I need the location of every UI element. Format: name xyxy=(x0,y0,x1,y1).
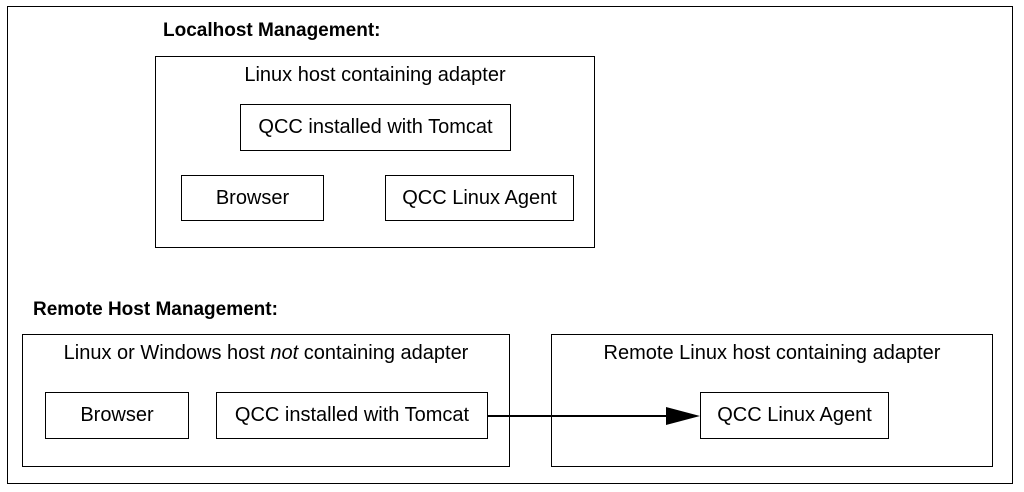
tomcat-to-agent-arrowhead xyxy=(666,407,700,425)
localhost-agent-box: QCC Linux Agent xyxy=(385,175,574,221)
remote-agent-box: QCC Linux Agent xyxy=(700,392,889,439)
localhost-browser-box: Browser xyxy=(181,175,324,221)
remote-left-container-label: Linux or Windows host not containing ada… xyxy=(23,342,509,365)
localhost-heading: Localhost Management: xyxy=(163,20,381,41)
remote-heading: Remote Host Management: xyxy=(33,299,278,320)
localhost-qcc-tomcat-box: QCC installed with Tomcat xyxy=(240,104,511,151)
remote-left-label-emphasis: not xyxy=(270,342,299,364)
remote-right-container-label: Remote Linux host containing adapter xyxy=(603,342,941,364)
remote-left-label-start: Linux or Windows host xyxy=(63,342,271,364)
remote-left-label-end: containing adapter xyxy=(298,342,469,364)
remote-qcc-tomcat-box: QCC installed with Tomcat xyxy=(216,392,488,439)
localhost-container-label: Linux host containing adapter xyxy=(244,64,506,86)
remote-browser-box: Browser xyxy=(45,392,189,439)
diagram-frame xyxy=(7,6,1013,484)
